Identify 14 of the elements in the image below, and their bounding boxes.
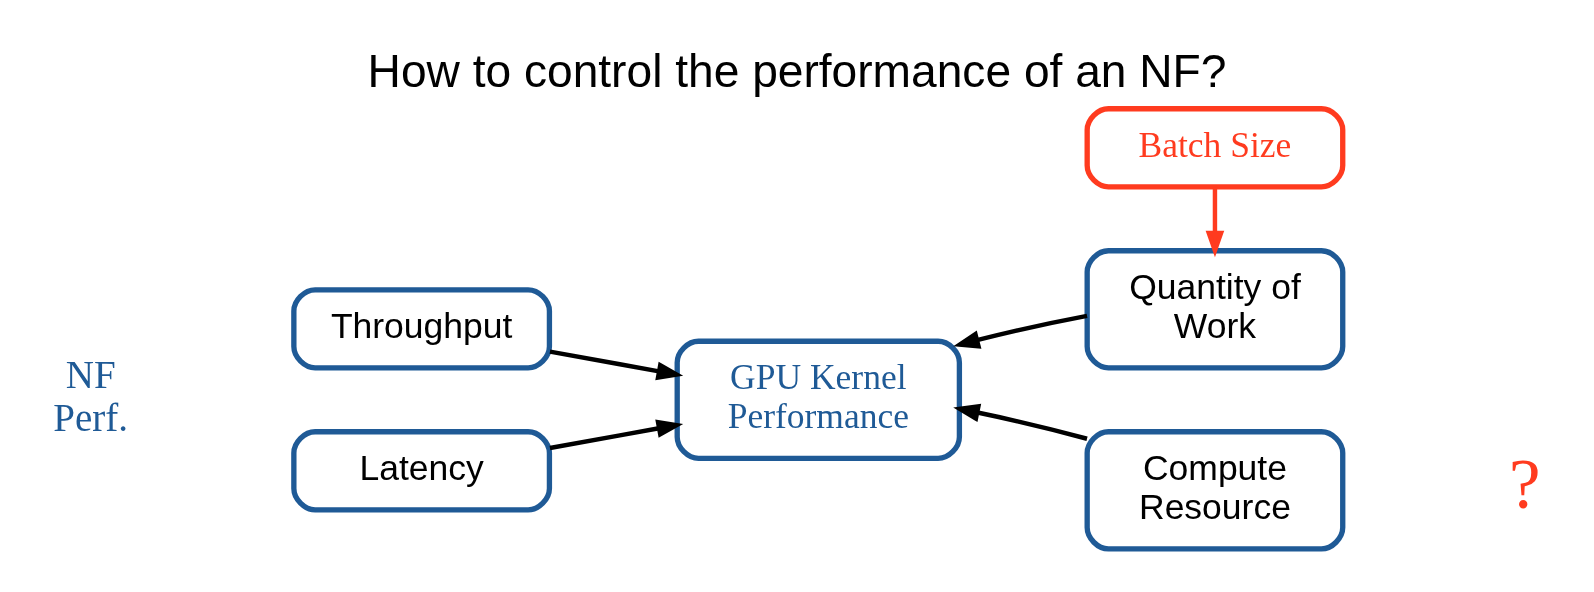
label: NF Perf. (53, 353, 129, 440)
node-box: Batch Size (1084, 106, 1346, 190)
arrow (1205, 187, 1225, 258)
diagram-title: How to control the performance of an NF? (367, 45, 1227, 98)
node-box: Latency (291, 429, 553, 513)
arrow (953, 313, 1088, 349)
arrow (953, 403, 1088, 441)
arrow (549, 349, 684, 381)
node-box: Quantity of Work (1084, 248, 1346, 371)
label: ? (1508, 445, 1541, 524)
node-box: Compute Resource (1084, 429, 1346, 552)
node-box: GPU Kernel Performance (674, 338, 963, 462)
arrow (549, 419, 684, 451)
node-box: Throughput (291, 287, 553, 371)
